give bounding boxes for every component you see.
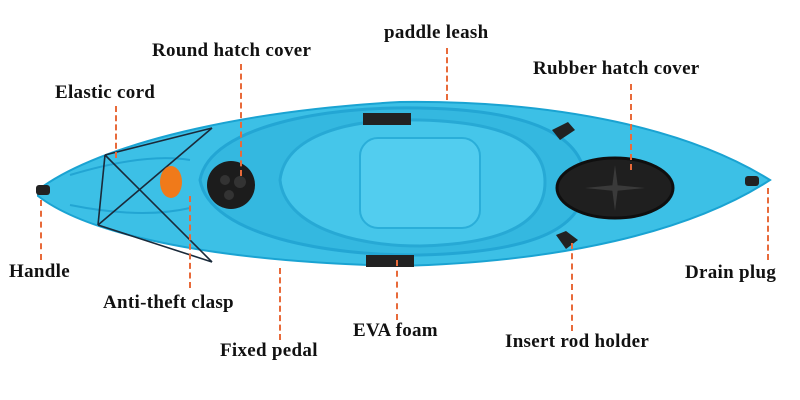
leader-insert-rod-holder	[571, 243, 573, 331]
leader-rubber-hatch-cover	[630, 84, 632, 170]
label-drain-plug: Drain plug	[685, 262, 777, 283]
brand-logo	[160, 166, 182, 198]
label-elastic-cord: Elastic cord	[55, 82, 156, 103]
label-paddle-leash: paddle leash	[384, 22, 489, 43]
label-round-hatch-cover: Round hatch cover	[152, 40, 312, 61]
elastic-cord	[97, 127, 213, 263]
leader-round-hatch-cover	[240, 64, 242, 176]
handle-right	[745, 176, 759, 186]
seat	[359, 137, 481, 229]
leader-drain-plug	[767, 188, 769, 260]
label-anti-theft-clasp: Anti-theft clasp	[103, 292, 234, 313]
label-fixed-pedal: Fixed pedal	[220, 340, 318, 361]
label-handle: Handle	[9, 261, 70, 282]
leader-paddle-leash	[446, 48, 448, 100]
label-rubber-hatch-cover: Rubber hatch cover	[533, 58, 700, 79]
leader-elastic-cord	[115, 106, 117, 158]
rod-holder-bottom	[556, 231, 578, 249]
leader-fixed-pedal	[279, 268, 281, 340]
leader-anti-theft-clasp	[189, 196, 191, 288]
round-hatch-cover	[207, 161, 255, 209]
eva-foam-top	[363, 113, 411, 125]
label-eva-foam: EVA foam	[353, 320, 438, 341]
rod-holder-top	[552, 122, 575, 140]
label-insert-rod-holder: Insert rod holder	[505, 331, 650, 352]
leader-eva-foam	[396, 260, 398, 320]
handle-left	[36, 185, 50, 195]
eva-foam-bottom	[366, 255, 414, 267]
leader-handle	[40, 200, 42, 260]
